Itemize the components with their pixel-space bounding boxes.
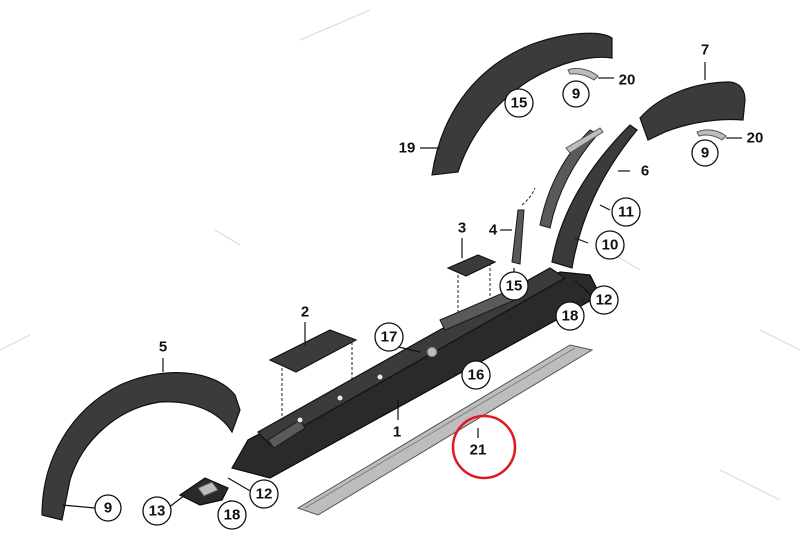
wheel-arch-front	[41, 372, 241, 521]
label-4: 4	[489, 222, 498, 239]
callout-18-right: 18	[555, 301, 585, 331]
clip-parts	[567, 67, 742, 141]
callout-12-lower: 12	[249, 479, 279, 509]
callout-9-lower-text: 9	[104, 500, 112, 517]
label-6: 6	[641, 163, 649, 180]
callout-10-text: 10	[602, 237, 619, 254]
background-guides	[0, 9, 800, 501]
callout-15-upper-text: 15	[511, 95, 528, 112]
trim-strip	[296, 344, 594, 516]
circled-callouts: 9 9 9 15 15 11 10 12	[94, 80, 719, 530]
callout-10: 10	[595, 230, 625, 260]
callout-17-text: 17	[381, 329, 398, 346]
callout-18-right-text: 18	[562, 308, 579, 325]
label-19: 19	[399, 140, 416, 157]
plate-middle	[268, 329, 358, 420]
plain-labels: 1 2 3 4 5 6 7 19 20 20	[159, 42, 764, 441]
callout-15-lower: 15	[499, 271, 529, 301]
callout-18-lower: 18	[217, 500, 247, 530]
callout-15-lower-text: 15	[506, 278, 523, 295]
label-20-upper: 20	[619, 72, 636, 89]
callout-12-lower-text: 12	[256, 486, 273, 503]
callout-9-lower: 9	[94, 494, 122, 522]
label-3: 3	[458, 220, 466, 237]
mount-bracket	[178, 477, 229, 506]
callout-21: 21	[470, 442, 487, 459]
label-20-right: 20	[747, 130, 764, 147]
side-sill	[231, 267, 601, 479]
callout-17: 17	[374, 322, 404, 352]
wheel-arch-upper-right	[639, 81, 746, 141]
callout-11-text: 11	[618, 204, 634, 221]
label-2: 2	[301, 304, 309, 321]
label-5: 5	[159, 339, 167, 356]
callout-13-text: 13	[149, 503, 166, 520]
callout-18-lower-text: 18	[224, 507, 241, 524]
plate-upper	[446, 254, 497, 318]
callout-9-upper: 9	[562, 80, 590, 108]
arch-trim-pieces	[539, 124, 638, 269]
callout-12-right: 12	[589, 285, 619, 315]
callout-12-right-text: 12	[596, 292, 613, 309]
callout-16-text: 16	[468, 367, 485, 384]
callout-11: 11	[611, 197, 641, 227]
highlight-ring	[451, 414, 517, 480]
wheel-arch-upper-left	[431, 32, 613, 176]
callout-15-upper: 15	[504, 88, 534, 118]
callout-13: 13	[142, 496, 172, 526]
callout-16: 16	[461, 360, 491, 390]
callout-9-right: 9	[691, 139, 719, 167]
callout-9-right-text: 9	[701, 145, 709, 162]
label-1: 1	[393, 424, 401, 441]
label-7: 7	[701, 42, 709, 59]
bracket-part	[511, 187, 536, 265]
callout-9-upper-text: 9	[572, 86, 580, 103]
callout-21-text: 21	[470, 442, 487, 459]
